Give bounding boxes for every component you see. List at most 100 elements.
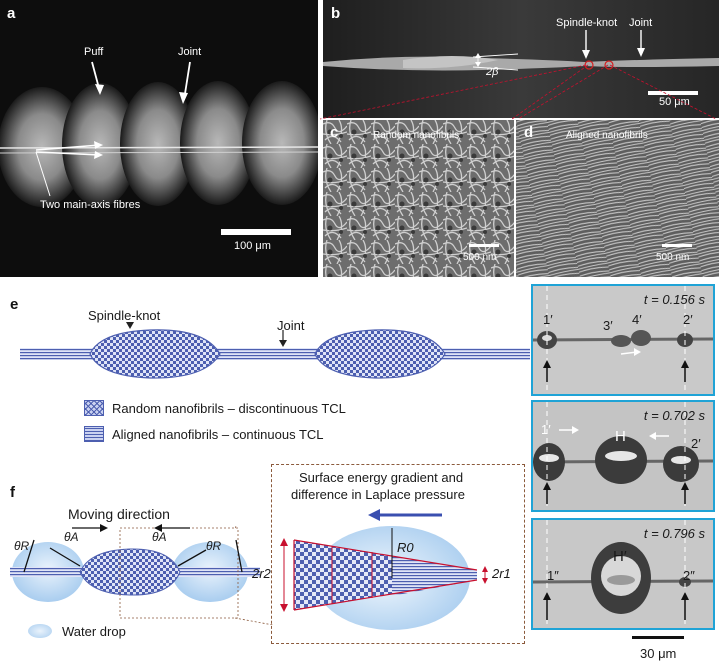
beta-label: 2β (486, 66, 499, 78)
two-r1-label: 2r1 (492, 566, 511, 581)
arrow-icon (100, 524, 108, 532)
theta-a-left: θA (64, 530, 79, 544)
zoom-connector (235, 525, 274, 625)
random-swatch (84, 400, 104, 416)
gradient-text-line1: Surface energy gradient and (299, 470, 464, 485)
scale-label: 50 μm (659, 96, 690, 108)
legend-random: Random nanofibrils – discontinuous TCL (84, 400, 346, 416)
arrow-icon (649, 432, 656, 440)
scale-label: 500 nm (656, 252, 690, 263)
scale-label: 100 μm (234, 240, 271, 252)
arrow-icon (94, 151, 103, 159)
arrow-icon (681, 592, 689, 600)
scale-bar (662, 244, 692, 247)
drop-label: H (615, 428, 626, 445)
panel-label: f (10, 484, 15, 501)
scale-bar (221, 229, 291, 235)
arrow-icon (543, 360, 551, 368)
drop-label: 1′ (541, 422, 551, 437)
panel-b-micrograph (323, 0, 719, 118)
drop-label: 1′ (543, 312, 553, 327)
arrow-icon (572, 426, 579, 434)
drop-label: 3′ (603, 318, 613, 333)
panel-e-schematic (20, 322, 530, 379)
puff-blob (0, 87, 86, 207)
arrow-icon (94, 141, 103, 149)
arrow-icon (126, 322, 134, 329)
zoom-lines (319, 64, 717, 120)
cone-fibre (294, 540, 477, 610)
panel-title: Aligned nanofibrils (566, 130, 648, 141)
panel-title: Random nanofibrils (373, 130, 460, 141)
panel-c-sem (323, 120, 514, 277)
scale-label: 30 μm (640, 646, 677, 661)
time-label: t = 0.796 s (643, 526, 705, 541)
two-r2-label: 2r2 (252, 566, 271, 581)
drop-label: 2′ (683, 312, 693, 327)
moving-direction-label: Moving direction (68, 506, 170, 522)
theta-r-left: θR (14, 539, 30, 553)
drop-label: 2″ (683, 568, 695, 583)
panel-a-micrograph (0, 61, 318, 235)
joint-label: Joint (629, 17, 653, 29)
theta-a-right: θA (152, 530, 167, 544)
panel-label: a (7, 5, 16, 22)
fibres-label: Two main-axis fibres (40, 199, 141, 211)
g-frame-2: t = 0.702 s 1′ H 2′ (531, 400, 715, 512)
panel-d: d Aligned nanofibrils 500 nm (516, 120, 719, 277)
panel-a: a Puff Joint Two main-axis fibres 100 μm (0, 0, 318, 277)
g-frame-1: t = 0.156 s 1′ 3′ 4′ 2′ (531, 284, 715, 396)
panel-label: e (10, 296, 19, 313)
theta-r-right: θR (206, 539, 222, 553)
main-axis-fibre (0, 146, 318, 149)
arrow-icon (681, 482, 689, 490)
drop-label: 1″ (547, 568, 559, 583)
arrow-icon (154, 524, 162, 532)
time-label: t = 0.702 s (643, 408, 705, 423)
g-frame-3: t = 0.796 s 1″ H′ 2″ (531, 518, 715, 630)
arrow-icon (681, 360, 689, 368)
spindle-knot-label: Spindle-knot (88, 308, 161, 323)
droplet (631, 330, 651, 346)
scale-label: 500 nm (463, 252, 497, 263)
zoom-detail-box (271, 464, 525, 644)
arrow-icon (582, 50, 590, 59)
joint-label: Joint (178, 46, 202, 58)
scale-bar (469, 244, 499, 247)
panel-c: c Random nanofibrils 500 nm (323, 120, 514, 277)
spindle-knot-label: Spindle-knot (556, 17, 618, 29)
arrow-icon (279, 340, 287, 347)
arrow-icon (368, 509, 380, 521)
legend-aligned: Aligned nanofibrils – continuous TCL (84, 426, 324, 442)
arrow-icon (179, 92, 188, 104)
water-drop-icon (28, 624, 52, 638)
puff-blob (242, 81, 318, 205)
droplet (611, 335, 631, 347)
spindle-knot-shape (79, 548, 181, 596)
droplet (679, 577, 691, 587)
puff-blob (180, 81, 256, 205)
scale-bar (632, 636, 684, 639)
arrow-icon (637, 48, 645, 57)
water-drop-label: Water drop (62, 624, 126, 639)
drop-label: 4′ (632, 312, 642, 327)
drop-label: 2′ (691, 436, 701, 451)
panel-label: b (331, 5, 341, 22)
panel-b: b Spindle-knot Joint 2β 50 μm (323, 0, 719, 118)
gradient-text-line2: difference in Laplace pressure (291, 487, 465, 502)
puff-blob (120, 82, 196, 206)
time-label: t = 0.156 s (643, 292, 705, 307)
joint-label: Joint (277, 318, 305, 333)
drop-label: H′ (613, 548, 627, 565)
zoom-marker (604, 60, 614, 70)
scale-bar (648, 91, 698, 95)
aligned-swatch (84, 426, 104, 442)
panel-f-schematic (10, 524, 260, 619)
arrow-icon (634, 348, 641, 356)
puff-label: Puff (84, 46, 104, 58)
zoom-detail-schematic (280, 509, 488, 630)
arrow-icon (95, 84, 104, 95)
spindle-knot-shape (89, 329, 221, 379)
panel-d-sem (516, 120, 719, 277)
arrow-icon (543, 592, 551, 600)
